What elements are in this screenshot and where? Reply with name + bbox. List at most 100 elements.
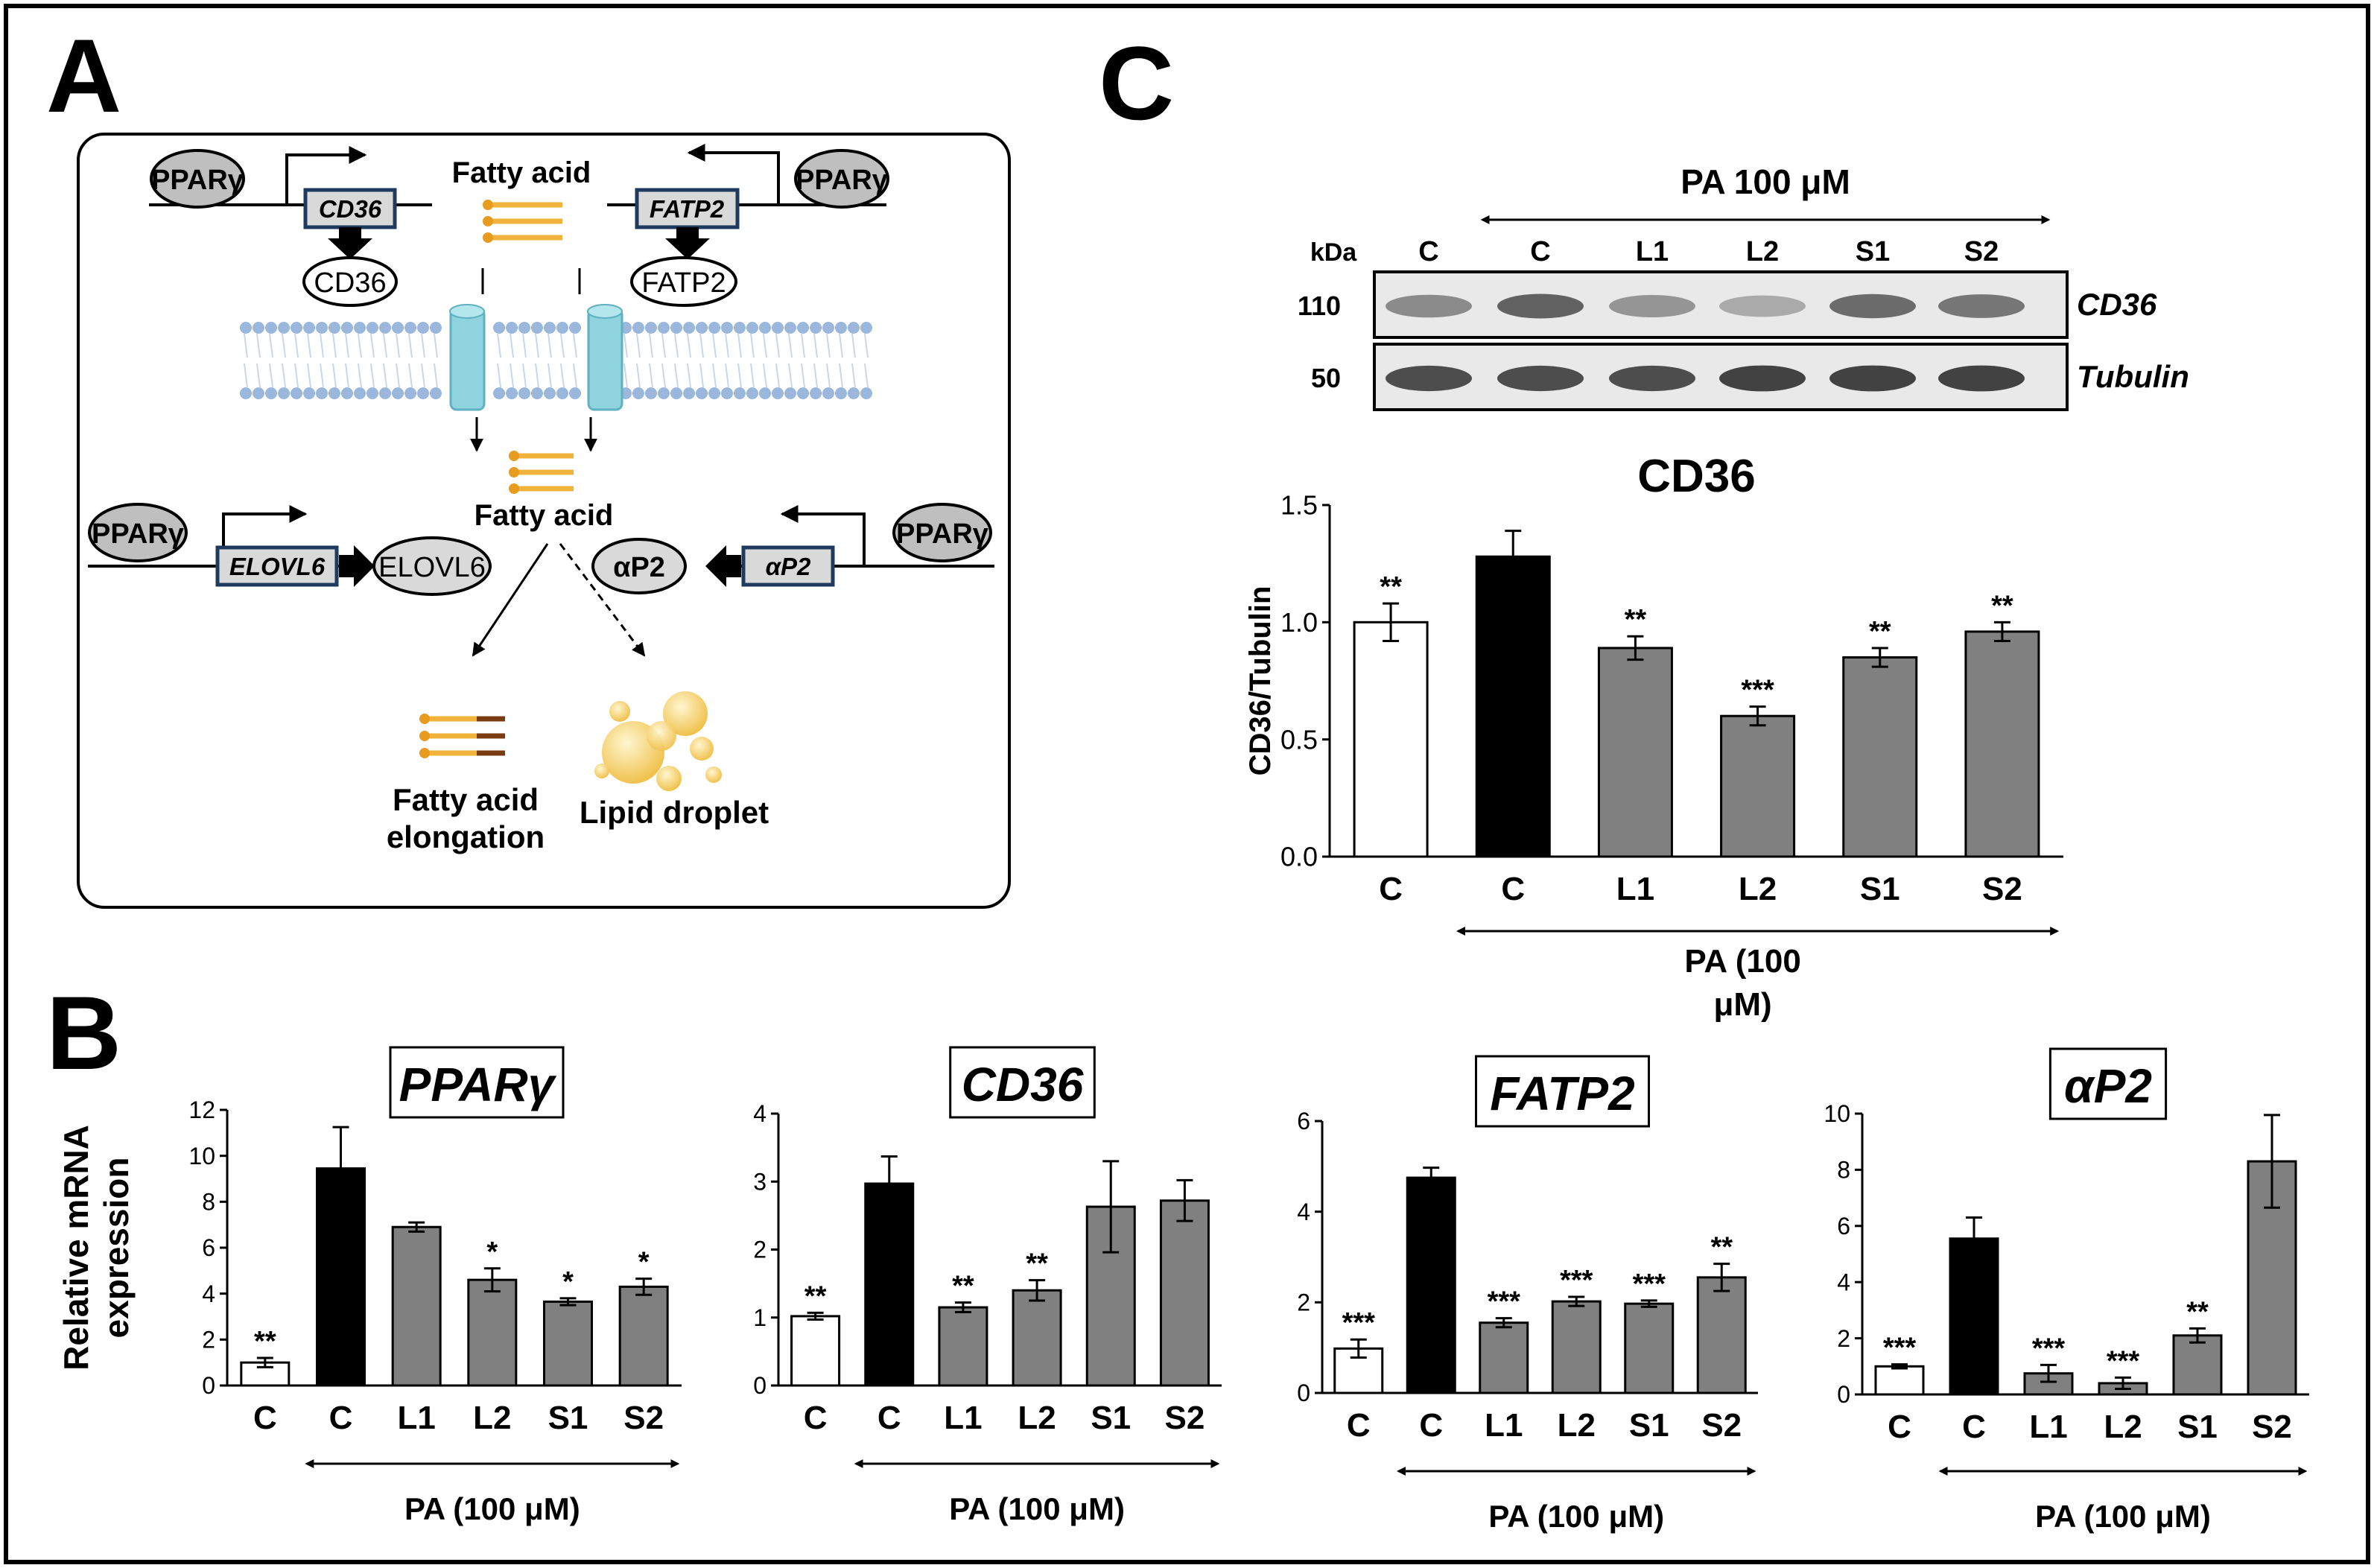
kda-marker: 110 bbox=[1298, 291, 1341, 321]
ap2-protein-label: αP2 bbox=[613, 552, 665, 583]
lipid-tail bbox=[750, 333, 755, 358]
lipid-head bbox=[366, 322, 378, 334]
x-tick-label: C bbox=[1888, 1409, 1911, 1445]
lipid-head bbox=[645, 387, 657, 399]
y-tick-label: 0 bbox=[1837, 1381, 1850, 1408]
chart-title-box bbox=[2048, 1047, 2168, 1120]
lane-label: L2 bbox=[1746, 236, 1779, 267]
lipid-head bbox=[797, 322, 809, 334]
lipid-droplet-icon bbox=[594, 691, 722, 791]
fatp2-channel-top bbox=[587, 304, 623, 319]
lipid-tail bbox=[712, 363, 717, 388]
significance-marker: ** bbox=[1869, 616, 1891, 647]
cd36-expression-arrow bbox=[328, 227, 372, 259]
y-tick-label: 1.0 bbox=[1280, 607, 1318, 638]
fatty-acid-icon-top bbox=[483, 200, 562, 243]
x-tick-label: L1 bbox=[2029, 1409, 2067, 1445]
promoter-arrow-ap2 bbox=[780, 505, 866, 566]
fatty-acid-elongation-icon bbox=[419, 714, 505, 758]
y-tick-label: 1.5 bbox=[1280, 490, 1318, 521]
lipid-head bbox=[493, 387, 505, 399]
blot-band bbox=[1497, 293, 1584, 319]
y-tick-label: 3 bbox=[753, 1168, 767, 1195]
y-tick-label: 0 bbox=[753, 1372, 767, 1399]
lipid-tail bbox=[434, 363, 438, 388]
lipid-tail bbox=[763, 333, 767, 358]
figure-border bbox=[4, 4, 2370, 1564]
chart-title-box bbox=[389, 1046, 565, 1119]
cd36-protein-label: CD36 bbox=[314, 267, 386, 299]
significance-marker: ** bbox=[952, 1271, 974, 1302]
bar bbox=[1353, 620, 1429, 858]
y-tick-label: 4 bbox=[202, 1280, 215, 1307]
significance-marker: ** bbox=[1380, 571, 1402, 603]
pparg-ellipse-lower-right bbox=[892, 503, 992, 562]
lipid-tail bbox=[320, 333, 324, 358]
band-name: Tubulin bbox=[2077, 359, 2189, 394]
bar bbox=[1874, 1365, 1925, 1396]
lipid-head bbox=[784, 387, 796, 399]
elovl6-gene-box bbox=[215, 545, 339, 587]
significance-marker: *** bbox=[1883, 1333, 1917, 1364]
lipid-head bbox=[746, 322, 758, 334]
lipid-tail bbox=[345, 363, 349, 388]
lipid-tail bbox=[725, 363, 729, 388]
elovl6-protein-label: ELOVL6 bbox=[378, 552, 486, 583]
bar bbox=[1624, 1302, 1675, 1394]
x-tick-label: S2 bbox=[1982, 871, 2022, 907]
bar bbox=[864, 1182, 915, 1387]
chart-title: CD36 bbox=[962, 1058, 1084, 1111]
lipid-tail bbox=[801, 363, 805, 388]
lipid-tail bbox=[813, 333, 818, 358]
x-tick-label: C bbox=[1419, 1407, 1443, 1444]
lipid-head bbox=[417, 387, 429, 399]
y-tick-label: 8 bbox=[1837, 1157, 1850, 1184]
lipid-head bbox=[670, 387, 682, 399]
lipid-head bbox=[784, 322, 796, 334]
lipid-tail bbox=[712, 333, 717, 358]
y-tick-label: 10 bbox=[188, 1143, 215, 1169]
lipid-head bbox=[354, 387, 366, 399]
cd36-gene-label: CD36 bbox=[319, 195, 382, 223]
lipid-head bbox=[708, 387, 720, 399]
lipid-head bbox=[379, 322, 391, 334]
lipid-tail bbox=[661, 363, 666, 388]
significance-marker: ** bbox=[804, 1280, 827, 1312]
y-tick-label: 10 bbox=[1824, 1100, 1850, 1127]
cd36-channel-top bbox=[449, 304, 485, 319]
lipid-head bbox=[506, 322, 518, 334]
diagram-box bbox=[77, 133, 1011, 909]
lipid-tail bbox=[332, 333, 337, 358]
significance-marker: *** bbox=[2032, 1333, 2066, 1364]
promoter-arrow-cd36 bbox=[285, 146, 367, 205]
x-tick-label: C bbox=[804, 1400, 828, 1436]
lipid-tail bbox=[699, 363, 704, 388]
significance-marker: * bbox=[562, 1266, 574, 1298]
panel-label-c: C bbox=[1099, 25, 1174, 142]
y-tick-label: 12 bbox=[188, 1096, 215, 1123]
lipid-head bbox=[569, 387, 581, 399]
chart-title-box bbox=[1475, 1055, 1650, 1128]
lipid-head bbox=[303, 322, 315, 334]
lipid-head bbox=[253, 387, 264, 399]
x-tick-label: C bbox=[877, 1400, 901, 1436]
significance-marker: *** bbox=[1488, 1286, 1521, 1318]
significance-marker: *** bbox=[1342, 1307, 1376, 1339]
lipid-tail bbox=[244, 363, 248, 388]
lipid-tail bbox=[839, 333, 843, 358]
lipid-tail bbox=[294, 363, 299, 388]
bar bbox=[2172, 1334, 2223, 1396]
panel-label-b: B bbox=[46, 974, 121, 1091]
lane-label: L1 bbox=[1636, 236, 1669, 267]
x-tick-label: S1 bbox=[2177, 1409, 2218, 1445]
y-axis-label: Relative mRNA bbox=[57, 1125, 95, 1371]
fatp2-protein-ellipse bbox=[630, 256, 737, 307]
blot-band bbox=[1386, 294, 1472, 318]
bar bbox=[1475, 555, 1551, 858]
lipid-tail bbox=[674, 333, 679, 358]
band-name: CD36 bbox=[2077, 287, 2157, 322]
lipid-head bbox=[518, 322, 530, 334]
